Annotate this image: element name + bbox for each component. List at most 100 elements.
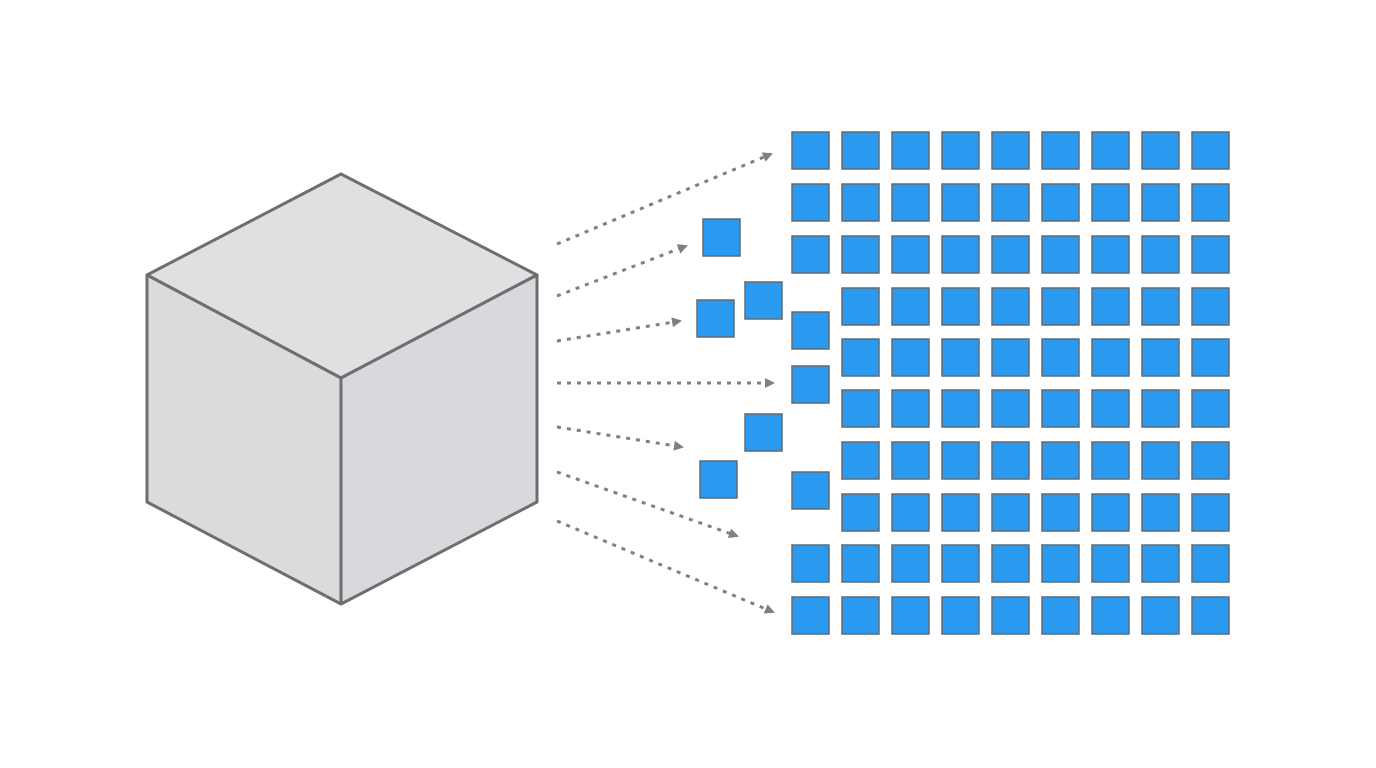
grid-tile-r2-c9 bbox=[1191, 183, 1230, 222]
dotted-arrow-2 bbox=[556, 244, 688, 298]
grid-tile-r2-c3 bbox=[891, 183, 930, 222]
grid-tile-r8-c5 bbox=[991, 493, 1030, 532]
scattered-tile-4 bbox=[791, 311, 830, 350]
grid-tile-r9-c3 bbox=[891, 544, 930, 583]
tile-grid bbox=[791, 131, 1230, 635]
scattered-tile-7 bbox=[699, 460, 738, 499]
grid-tile-r6-c7 bbox=[1091, 389, 1130, 428]
grid-tile-r6-c8 bbox=[1141, 389, 1180, 428]
grid-tile-r2-c2 bbox=[841, 183, 880, 222]
grid-tile-r6-c4 bbox=[941, 389, 980, 428]
grid-tile-r10-c1 bbox=[791, 596, 830, 635]
scattered-tile-5 bbox=[791, 365, 830, 404]
grid-tile-r2-c1 bbox=[791, 183, 830, 222]
grid-tile-r10-c9 bbox=[1191, 596, 1230, 635]
grid-tile-r5-c4 bbox=[941, 338, 980, 377]
grid-tile-r4-c3 bbox=[891, 287, 930, 326]
grid-tile-r9-c8 bbox=[1141, 544, 1180, 583]
grid-tile-r2-c6 bbox=[1041, 183, 1080, 222]
grid-tile-r4-c8 bbox=[1141, 287, 1180, 326]
grid-tile-r10-c3 bbox=[891, 596, 930, 635]
grid-tile-r3-c7 bbox=[1091, 235, 1130, 274]
grid-tile-r3-c3 bbox=[891, 235, 930, 274]
grid-tile-r1-c8 bbox=[1141, 131, 1180, 170]
grid-tile-r9-c4 bbox=[941, 544, 980, 583]
grid-tile-r3-c5 bbox=[991, 235, 1030, 274]
grid-tile-r5-c5 bbox=[991, 338, 1030, 377]
grid-tile-r2-c5 bbox=[991, 183, 1030, 222]
scattered-tile-6 bbox=[744, 413, 783, 452]
grid-tile-r1-c5 bbox=[991, 131, 1030, 170]
grid-tile-r10-c7 bbox=[1091, 596, 1130, 635]
grid-tile-r4-c9 bbox=[1191, 287, 1230, 326]
grid-tile-r8-c4 bbox=[941, 493, 980, 532]
scattered-tiles bbox=[696, 218, 830, 510]
grid-tile-r9-c9 bbox=[1191, 544, 1230, 583]
grid-tile-r4-c7 bbox=[1091, 287, 1130, 326]
grid-tile-r6-c3 bbox=[891, 389, 930, 428]
grid-tile-r4-c5 bbox=[991, 287, 1030, 326]
grid-tile-r3-c9 bbox=[1191, 235, 1230, 274]
grid-tile-r2-c7 bbox=[1091, 183, 1130, 222]
arrows bbox=[556, 152, 775, 614]
grid-tile-r4-c4 bbox=[941, 287, 980, 326]
grid-tile-r9-c2 bbox=[841, 544, 880, 583]
grid-tile-r3-c6 bbox=[1041, 235, 1080, 274]
grid-tile-r1-c4 bbox=[941, 131, 980, 170]
grid-tile-r10-c6 bbox=[1041, 596, 1080, 635]
scattered-tile-8 bbox=[791, 471, 830, 510]
grid-tile-r8-c6 bbox=[1041, 493, 1080, 532]
grid-tile-r10-c2 bbox=[841, 596, 880, 635]
grid-tile-r1-c9 bbox=[1191, 131, 1230, 170]
grid-tile-r7-c2 bbox=[841, 441, 880, 480]
scattered-tile-2 bbox=[744, 281, 783, 320]
grid-tile-r8-c8 bbox=[1141, 493, 1180, 532]
grid-tile-r5-c6 bbox=[1041, 338, 1080, 377]
scattered-tile-1 bbox=[702, 218, 741, 257]
grid-tile-r3-c4 bbox=[941, 235, 980, 274]
grid-tile-r10-c5 bbox=[991, 596, 1030, 635]
grid-tile-r5-c7 bbox=[1091, 338, 1130, 377]
dotted-arrow-3 bbox=[556, 317, 682, 343]
grid-tile-r7-c7 bbox=[1091, 441, 1130, 480]
grid-tile-r6-c2 bbox=[841, 389, 880, 428]
grid-tile-r1-c7 bbox=[1091, 131, 1130, 170]
grid-tile-r8-c3 bbox=[891, 493, 930, 532]
grid-tile-r3-c2 bbox=[841, 235, 880, 274]
grid-tile-r7-c9 bbox=[1191, 441, 1230, 480]
grid-tile-r9-c6 bbox=[1041, 544, 1080, 583]
grid-tile-r2-c8 bbox=[1141, 183, 1180, 222]
grid-tile-r7-c5 bbox=[991, 441, 1030, 480]
grid-tile-r1-c6 bbox=[1041, 131, 1080, 170]
dotted-arrow-1 bbox=[556, 152, 773, 246]
grid-tile-r5-c3 bbox=[891, 338, 930, 377]
scattered-tile-3 bbox=[696, 299, 735, 338]
grid-tile-r7-c8 bbox=[1141, 441, 1180, 480]
cube bbox=[145, 172, 539, 606]
grid-tile-r8-c9 bbox=[1191, 493, 1230, 532]
grid-tile-r6-c9 bbox=[1191, 389, 1230, 428]
grid-tile-r7-c6 bbox=[1041, 441, 1080, 480]
grid-tile-r1-c2 bbox=[841, 131, 880, 170]
grid-tile-r10-c8 bbox=[1141, 596, 1180, 635]
grid-tile-r10-c4 bbox=[941, 596, 980, 635]
grid-tile-r2-c4 bbox=[941, 183, 980, 222]
grid-tile-r1-c3 bbox=[891, 131, 930, 170]
grid-tile-r4-c2 bbox=[841, 287, 880, 326]
grid-tile-r5-c9 bbox=[1191, 338, 1230, 377]
grid-tile-r7-c4 bbox=[941, 441, 980, 480]
grid-tile-r9-c7 bbox=[1091, 544, 1130, 583]
grid-tile-r6-c5 bbox=[991, 389, 1030, 428]
grid-tile-r9-c1 bbox=[791, 544, 830, 583]
dotted-arrow-5 bbox=[556, 425, 684, 451]
grid-tile-r3-c1 bbox=[791, 235, 830, 274]
grid-tile-r3-c8 bbox=[1141, 235, 1180, 274]
grid-tile-r1-c1 bbox=[791, 131, 830, 170]
grid-tile-r5-c8 bbox=[1141, 338, 1180, 377]
cube-right-face bbox=[339, 273, 539, 606]
grid-tile-r7-c3 bbox=[891, 441, 930, 480]
grid-tile-r8-c2 bbox=[841, 493, 880, 532]
dotted-arrow-6 bbox=[556, 470, 739, 539]
grid-tile-r6-c6 bbox=[1041, 389, 1080, 428]
